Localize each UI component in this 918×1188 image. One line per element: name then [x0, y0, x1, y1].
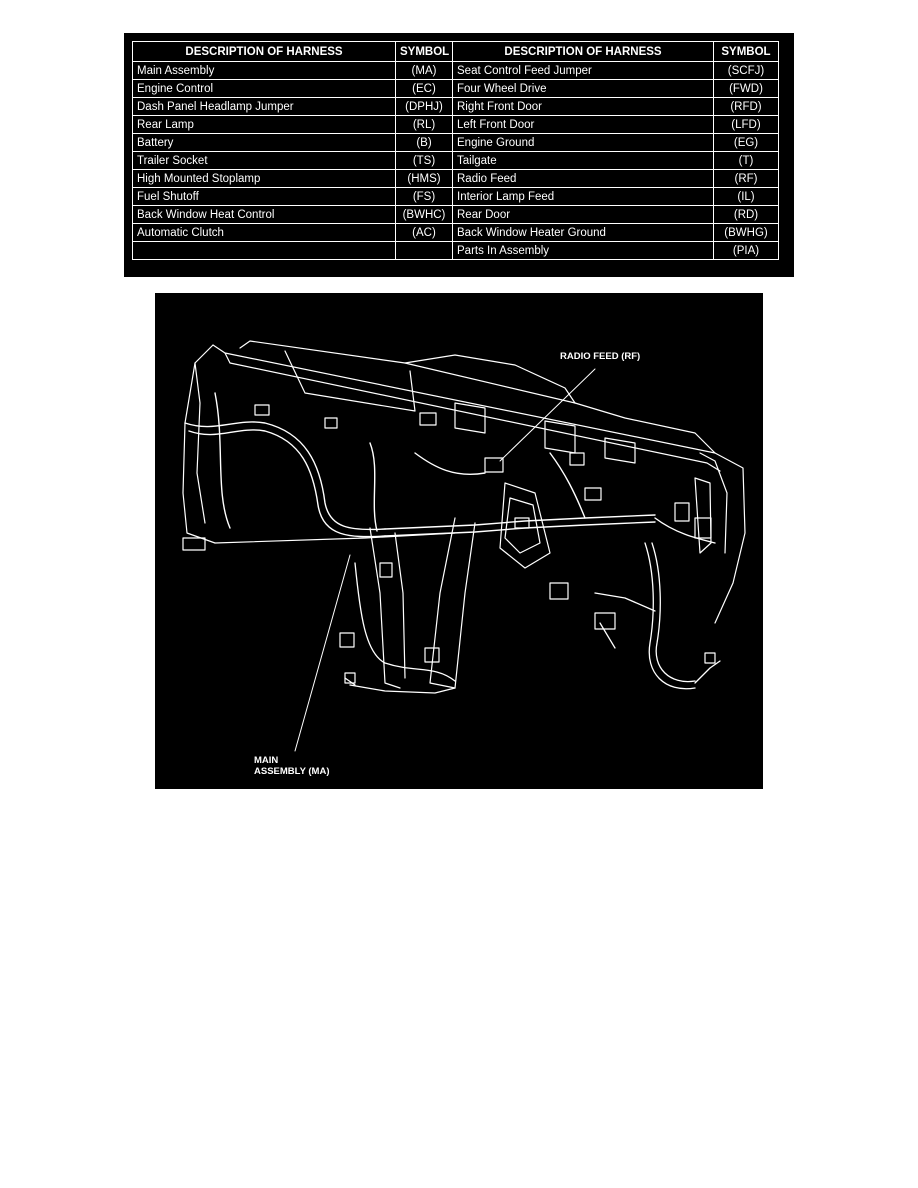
table-row: High Mounted Stoplamp (HMS) Radio Feed (… — [132, 169, 779, 188]
table-row: Automatic Clutch (AC) Back Window Heater… — [132, 223, 779, 242]
header-description-left: DESCRIPTION OF HARNESS — [132, 41, 396, 62]
callout-main-assembly-line2: ASSEMBLY (MA) — [254, 766, 330, 777]
harness-symbol: (FS) — [395, 187, 453, 206]
harness-description: Seat Control Feed Jumper — [452, 61, 714, 80]
table-row: Dash Panel Headlamp Jumper (DPHJ) Right … — [132, 97, 779, 116]
callout-main-assembly: MAIN ASSEMBLY (MA) — [254, 755, 329, 777]
table-row: Fuel Shutoff (FS) Interior Lamp Feed (IL… — [132, 187, 779, 206]
harness-symbol: (FWD) — [713, 79, 779, 98]
harness-description: Trailer Socket — [132, 151, 396, 170]
harness-symbol: (T) — [713, 151, 779, 170]
harness-description: Engine Control — [132, 79, 396, 98]
harness-symbol: (TS) — [395, 151, 453, 170]
harness-description: Radio Feed — [452, 169, 714, 188]
harness-description: Main Assembly — [132, 61, 396, 80]
table-row: Battery (B) Engine Ground (EG) — [132, 133, 779, 152]
harness-description: Four Wheel Drive — [452, 79, 714, 98]
harness-symbol: (RFD) — [713, 97, 779, 116]
harness-symbol-table: DESCRIPTION OF HARNESS SYMBOL DESCRIPTIO… — [132, 41, 779, 260]
harness-description: High Mounted Stoplamp — [132, 169, 396, 188]
header-description-right: DESCRIPTION OF HARNESS — [452, 41, 714, 62]
callout-main-assembly-line1: MAIN — [254, 755, 279, 766]
harness-description: Battery — [132, 133, 396, 152]
table-row: Main Assembly (MA) Seat Control Feed Jum… — [132, 61, 779, 80]
harness-symbol: (MA) — [395, 61, 453, 80]
table-row: Parts In Assembly (PIA) — [132, 241, 779, 260]
harness-description: Rear Lamp — [132, 115, 396, 134]
harness-symbol: (DPHJ) — [395, 97, 453, 116]
table-row: Engine Control (EC) Four Wheel Drive (FW… — [132, 79, 779, 98]
harness-description: Right Front Door — [452, 97, 714, 116]
harness-symbol: (LFD) — [713, 115, 779, 134]
main-assembly-harness — [184, 392, 716, 544]
harness-symbol: (EG) — [713, 133, 779, 152]
harness-symbol: (PIA) — [713, 241, 779, 260]
instrument-panel-outline — [182, 340, 746, 624]
harness-description: Rear Door — [452, 205, 714, 224]
harness-table-panel: DESCRIPTION OF HARNESS SYMBOL DESCRIPTIO… — [124, 33, 794, 277]
harness-description: Automatic Clutch — [132, 223, 396, 242]
harness-symbol: (EC) — [395, 79, 453, 98]
harness-symbol: (RD) — [713, 205, 779, 224]
harness-description: Left Front Door — [452, 115, 714, 134]
dash-harness-drawing: RADIO FEED (RF) MAIN ASSEMBLY (MA) — [155, 293, 763, 789]
table-header-row: DESCRIPTION OF HARNESS SYMBOL DESCRIPTIO… — [132, 41, 779, 62]
harness-symbol: (HMS) — [395, 169, 453, 188]
harness-symbol: (RL) — [395, 115, 453, 134]
header-symbol-left: SYMBOL — [395, 41, 453, 62]
harness-description: Interior Lamp Feed — [452, 187, 714, 206]
harness-symbol: (SCFJ) — [713, 61, 779, 80]
harness-description: Dash Panel Headlamp Jumper — [132, 97, 396, 116]
table-row: Back Window Heat Control (BWHC) Rear Doo… — [132, 205, 779, 224]
harness-description: Tailgate — [452, 151, 714, 170]
harness-symbol: (IL) — [713, 187, 779, 206]
harness-symbol: (B) — [395, 133, 453, 152]
harness-description — [132, 241, 396, 260]
right-side-harness — [594, 542, 721, 690]
harness-symbol: (RF) — [713, 169, 779, 188]
harness-symbol: (BWHC) — [395, 205, 453, 224]
harness-symbol — [395, 241, 453, 260]
lower-left-harness — [344, 562, 456, 694]
harness-description: Engine Ground — [452, 133, 714, 152]
callout-leader-lines — [294, 368, 596, 752]
harness-connectors — [182, 404, 716, 684]
harness-description: Back Window Heater Ground — [452, 223, 714, 242]
harness-description: Fuel Shutoff — [132, 187, 396, 206]
harness-symbol: (BWHG) — [713, 223, 779, 242]
harness-description: Back Window Heat Control — [132, 205, 396, 224]
instrument-panel-illustration — [182, 340, 746, 752]
steering-column-support — [369, 482, 551, 689]
table-row: Rear Lamp (RL) Left Front Door (LFD) — [132, 115, 779, 134]
harness-symbol: (AC) — [395, 223, 453, 242]
table-row: Trailer Socket (TS) Tailgate (T) — [132, 151, 779, 170]
callout-radio-feed: RADIO FEED (RF) — [560, 351, 641, 362]
harness-description: Parts In Assembly — [452, 241, 714, 260]
header-symbol-right: SYMBOL — [713, 41, 779, 62]
